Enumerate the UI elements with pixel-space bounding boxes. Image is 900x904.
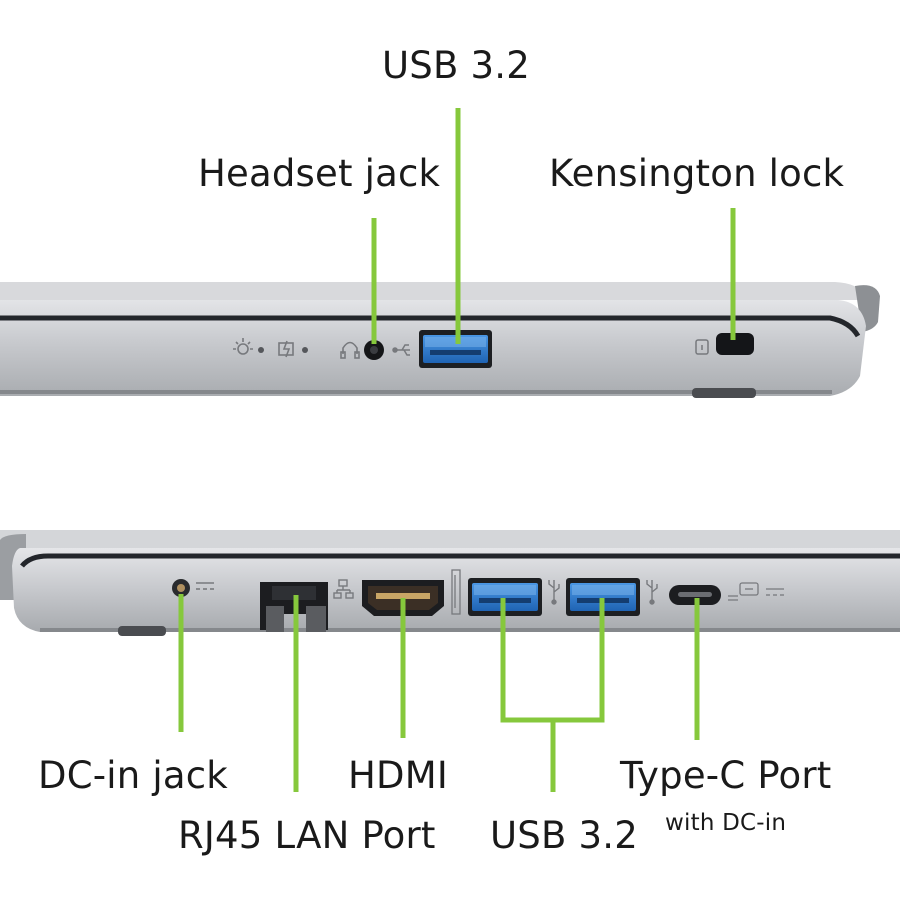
top-callouts xyxy=(371,108,736,344)
usb-symbol-icon xyxy=(392,344,410,356)
battery-indicator-icon xyxy=(278,340,294,358)
lan-icon xyxy=(333,579,354,599)
usb-symbol-icon xyxy=(646,580,658,605)
dc-in-pin xyxy=(177,584,185,592)
top-laptop-side xyxy=(0,282,880,398)
label-typec-port: Type-C Port xyxy=(620,754,832,797)
kensington-icon xyxy=(695,339,709,355)
rubber-foot xyxy=(692,388,756,398)
usb-symbol-icon xyxy=(548,580,560,605)
label-hdmi: HDMI xyxy=(348,754,448,797)
label-rj45-lan-port: RJ45 LAN Port xyxy=(178,814,436,857)
headset-jack-inner xyxy=(370,346,378,354)
hdmi-icon xyxy=(451,569,461,615)
lid-bottom xyxy=(0,530,900,550)
label-headset-jack: Headset jack xyxy=(198,152,441,195)
seam-line xyxy=(0,315,861,338)
dc-in-icon xyxy=(196,582,214,590)
battery-led xyxy=(302,347,308,353)
kensington-slot xyxy=(716,333,754,355)
rubber-foot-2 xyxy=(118,626,166,636)
lid-top xyxy=(0,282,870,300)
seam-line-bottom xyxy=(20,553,900,568)
bottom-laptop-side xyxy=(0,530,900,636)
usb-c-dc-icon xyxy=(728,582,784,601)
label-dc-in-jack: DC-in jack xyxy=(38,754,228,797)
bottom-callouts xyxy=(178,594,700,792)
label-kensington-lock: Kensington lock xyxy=(549,152,845,195)
power-indicator-icon xyxy=(233,338,253,355)
label-usb-bottom: USB 3.2 xyxy=(490,814,638,857)
power-led xyxy=(258,347,264,353)
label-typec-sub: with DC-in xyxy=(665,810,787,836)
headset-icon xyxy=(340,341,360,359)
body-bottom xyxy=(12,548,900,632)
label-usb-top: USB 3.2 xyxy=(382,44,530,87)
usb-c-port xyxy=(669,585,721,605)
